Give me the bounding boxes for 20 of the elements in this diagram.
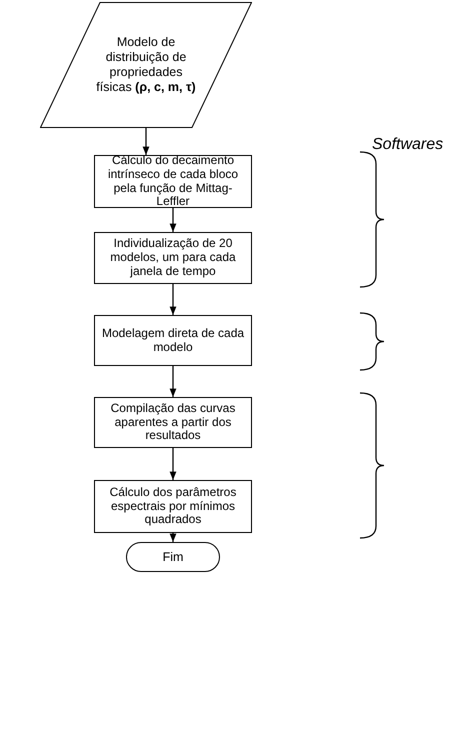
column-heading: Softwares <box>372 136 444 154</box>
node-text: Fim <box>162 550 184 564</box>
arrow <box>142 128 150 155</box>
node-text: Modelo de distribuição de propriedades físicas (ρ, c, m, τ) <box>95 35 197 95</box>
arrow <box>170 284 176 315</box>
arrow <box>170 366 176 397</box>
node-text: Individualização de 20 modelos, um para cada janela de tempo <box>109 237 237 279</box>
node-text: Modelagem direta de cada modelo <box>100 326 246 354</box>
arrow <box>170 448 176 480</box>
node-text: Compilação das curvas aparentes a partir dos resultados <box>110 402 236 444</box>
terminator-box <box>126 542 220 572</box>
node-text: Cálculo do decaimento intrínseco de cada bloco pela função de Mittag-Leffler <box>106 154 240 210</box>
node-text: Cálculo dos parâmetros espectrais por mínimos quadrados <box>108 486 238 528</box>
process-box <box>94 480 252 533</box>
process-box <box>94 315 252 366</box>
process-box <box>94 232 252 284</box>
arrow <box>170 208 176 232</box>
arrow <box>170 533 176 542</box>
process-box <box>94 155 252 208</box>
process-box <box>94 397 252 448</box>
